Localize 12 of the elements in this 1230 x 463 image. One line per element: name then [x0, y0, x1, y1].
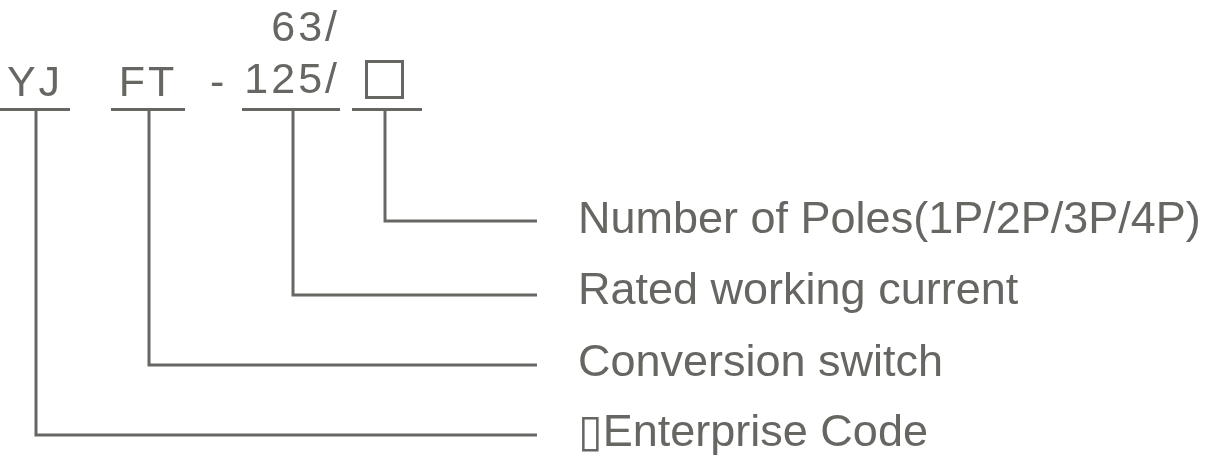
code-description: Number of Poles(1P/2P/3P/4P): [578, 193, 1201, 243]
code-description: ▯Enterprise Code: [578, 406, 928, 456]
leader-line: [34, 111, 537, 437]
leader-line: [291, 111, 537, 297]
model-code-segment: FT: [111, 55, 185, 111]
code-description: Rated working current: [578, 264, 1019, 314]
model-code-segment: 63/ 125/: [242, 0, 340, 111]
code-description: Conversion switch: [578, 336, 944, 386]
leader-line: [147, 111, 537, 367]
leader-line: [383, 111, 537, 223]
model-code-segment: YJ: [0, 55, 70, 111]
separator-dash: -: [210, 56, 225, 107]
